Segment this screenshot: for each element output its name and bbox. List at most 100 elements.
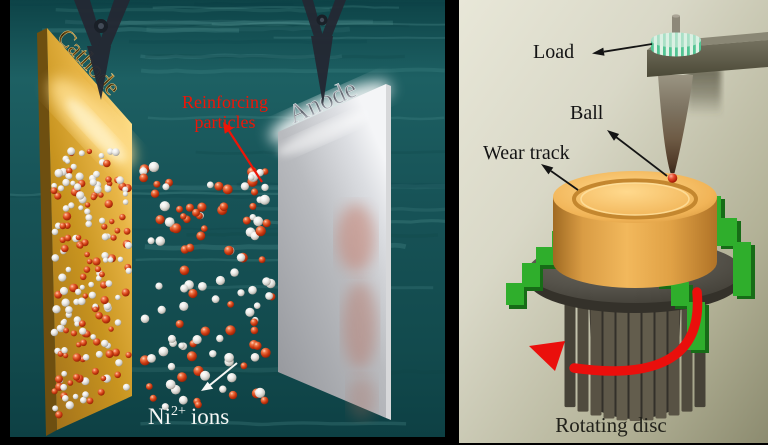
ni-label-rest: ions — [191, 404, 229, 429]
deposited-particle — [103, 159, 111, 168]
gear-tooth — [616, 297, 628, 421]
solution-particle — [161, 403, 169, 411]
deposited-particle — [61, 244, 69, 253]
ni-label-superscript: 2+ — [171, 404, 186, 419]
solution-particle — [261, 183, 269, 192]
solution-particle — [247, 174, 255, 181]
deposited-particle — [66, 167, 73, 175]
solution-particle — [265, 292, 273, 300]
gear-tooth — [603, 299, 615, 419]
ball-arrowhead — [607, 130, 620, 141]
annotations: Load Ball Wear track Rotating disc — [483, 41, 668, 437]
ni-ions-annotation: Ni2+ions — [148, 362, 238, 429]
solution-particle — [147, 237, 155, 245]
deposited-particle — [79, 284, 85, 290]
deposited-particle — [94, 266, 102, 273]
ball-arrow-line — [615, 136, 668, 177]
water-line — [128, 39, 367, 45]
solution-particle — [225, 325, 236, 336]
solution-particle — [262, 219, 271, 228]
solution-particle — [159, 201, 170, 212]
deposited-particle — [125, 267, 132, 275]
cathode-edge-sheen — [66, 98, 126, 162]
solution-particle — [206, 181, 214, 189]
electrodeposition-scene: Anode Cathode — [10, 0, 445, 437]
solution-particle — [219, 385, 227, 393]
clip-screw-head — [319, 17, 325, 23]
solution-particle — [180, 284, 189, 293]
water-line — [42, 26, 240, 33]
anode-edge-sheen — [277, 112, 367, 156]
wear-track-arrowhead — [541, 164, 554, 175]
gear-tooth — [590, 300, 602, 416]
deposited-particle — [101, 339, 109, 348]
rotation-arrowhead — [529, 341, 565, 371]
clip-screw-head — [98, 23, 104, 29]
ni-arrow-line — [209, 362, 238, 386]
solution-particle — [155, 236, 166, 246]
deposited-particle — [59, 236, 66, 243]
deposited-particle — [77, 297, 86, 306]
deposited-particle — [85, 214, 93, 222]
deposited-particle — [111, 148, 120, 157]
deposited-particle — [62, 205, 70, 212]
solution-particle — [224, 352, 234, 363]
load-pin — [672, 16, 680, 33]
solution-particle — [214, 181, 224, 191]
solution-particle — [211, 295, 220, 304]
solution-particle — [185, 243, 195, 252]
left-clamp — [506, 231, 568, 305]
ball-label: Ball — [570, 102, 604, 124]
solution-particle — [216, 334, 224, 343]
solution-particle — [139, 173, 149, 183]
deposited-particle — [68, 202, 75, 209]
deposited-particle — [98, 192, 104, 198]
deposited-particle — [95, 312, 103, 320]
deposited-particle — [58, 273, 67, 282]
deposited-particle — [114, 371, 121, 379]
deposited-particle — [59, 222, 67, 230]
water-line — [10, 2, 294, 6]
solution-particle — [179, 301, 189, 311]
deposited-particle — [60, 383, 68, 391]
deposited-particle — [121, 288, 130, 297]
solution-particle — [209, 350, 217, 358]
deposited-particle — [125, 351, 132, 359]
deposited-particle — [124, 241, 133, 249]
deposited-particle — [114, 227, 121, 234]
solution-particle — [171, 223, 182, 234]
deposited-particle — [66, 173, 73, 180]
deposited-particle — [78, 150, 85, 157]
solution-particle — [178, 395, 188, 405]
deposited-particle — [64, 234, 72, 242]
gear-tooth — [629, 296, 641, 421]
deposited-particle — [65, 266, 72, 273]
deposited-particle — [95, 275, 102, 282]
gear-teeth — [564, 296, 706, 421]
deposited-particle — [70, 330, 77, 337]
deposited-particle — [80, 396, 87, 404]
deposited-particle — [55, 411, 63, 419]
deposited-particle — [122, 199, 129, 205]
deposited-particle — [99, 217, 106, 224]
deposited-particle — [74, 321, 80, 327]
test-ball — [667, 173, 678, 183]
deposited-particle — [109, 218, 115, 225]
deposited-particle — [75, 234, 82, 241]
deposited-particle — [122, 186, 129, 193]
solution-particle — [249, 202, 257, 210]
deposited-particle — [103, 302, 112, 311]
deposited-particle — [97, 388, 105, 396]
load-pin-top — [672, 14, 680, 18]
deposited-particle — [72, 393, 79, 400]
deposited-particle — [86, 397, 94, 405]
solution-particle — [240, 362, 248, 370]
deposited-particle — [77, 243, 84, 249]
deposited-particle — [76, 342, 82, 348]
solution-particle — [255, 387, 266, 398]
anode-reflection-spot — [337, 204, 375, 272]
deposited-particle — [61, 347, 68, 354]
solution-particle — [227, 373, 237, 383]
disc-side — [553, 197, 717, 288]
